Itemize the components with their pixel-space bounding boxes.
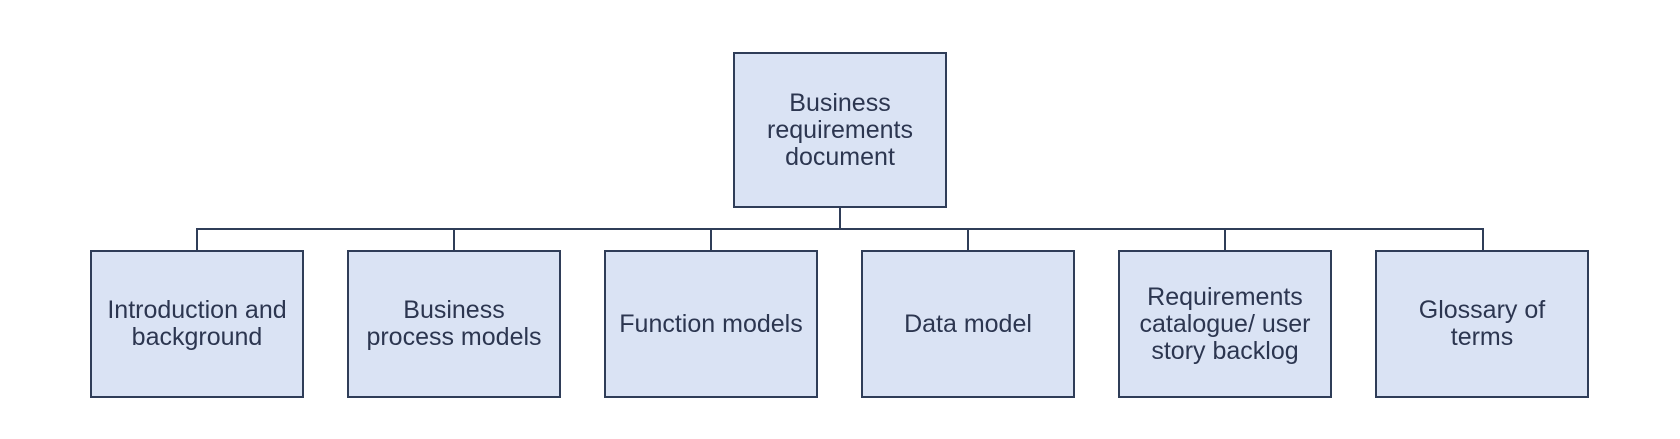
node-label: Data model <box>904 309 1032 338</box>
child-connector <box>1224 228 1226 250</box>
child-connector <box>453 228 455 250</box>
node-introduction-and-background: Introduction and background <box>90 250 304 398</box>
root-connector <box>839 208 841 229</box>
root-node-business-requirements-document: Business requirements document <box>733 52 947 208</box>
horizontal-connector <box>196 228 1484 230</box>
node-data-model: Data model <box>861 250 1075 398</box>
node-label: Introduction and background <box>107 296 287 351</box>
node-label: Requirements catalogue/ user story backl… <box>1139 282 1311 365</box>
node-label: Glossary of terms <box>1418 296 1546 351</box>
node-function-models: Function models <box>604 250 818 398</box>
root-node-label: Business requirements document <box>767 88 913 171</box>
node-requirements-catalogue: Requirements catalogue/ user story backl… <box>1118 250 1332 398</box>
child-connector <box>196 228 198 250</box>
node-label: Business process models <box>366 296 542 351</box>
child-connector <box>967 228 969 250</box>
node-business-process-models: Business process models <box>347 250 561 398</box>
child-connector <box>710 228 712 250</box>
child-connector <box>1482 228 1484 250</box>
node-label: Function models <box>619 309 803 338</box>
node-glossary-of-terms: Glossary of terms <box>1375 250 1589 398</box>
